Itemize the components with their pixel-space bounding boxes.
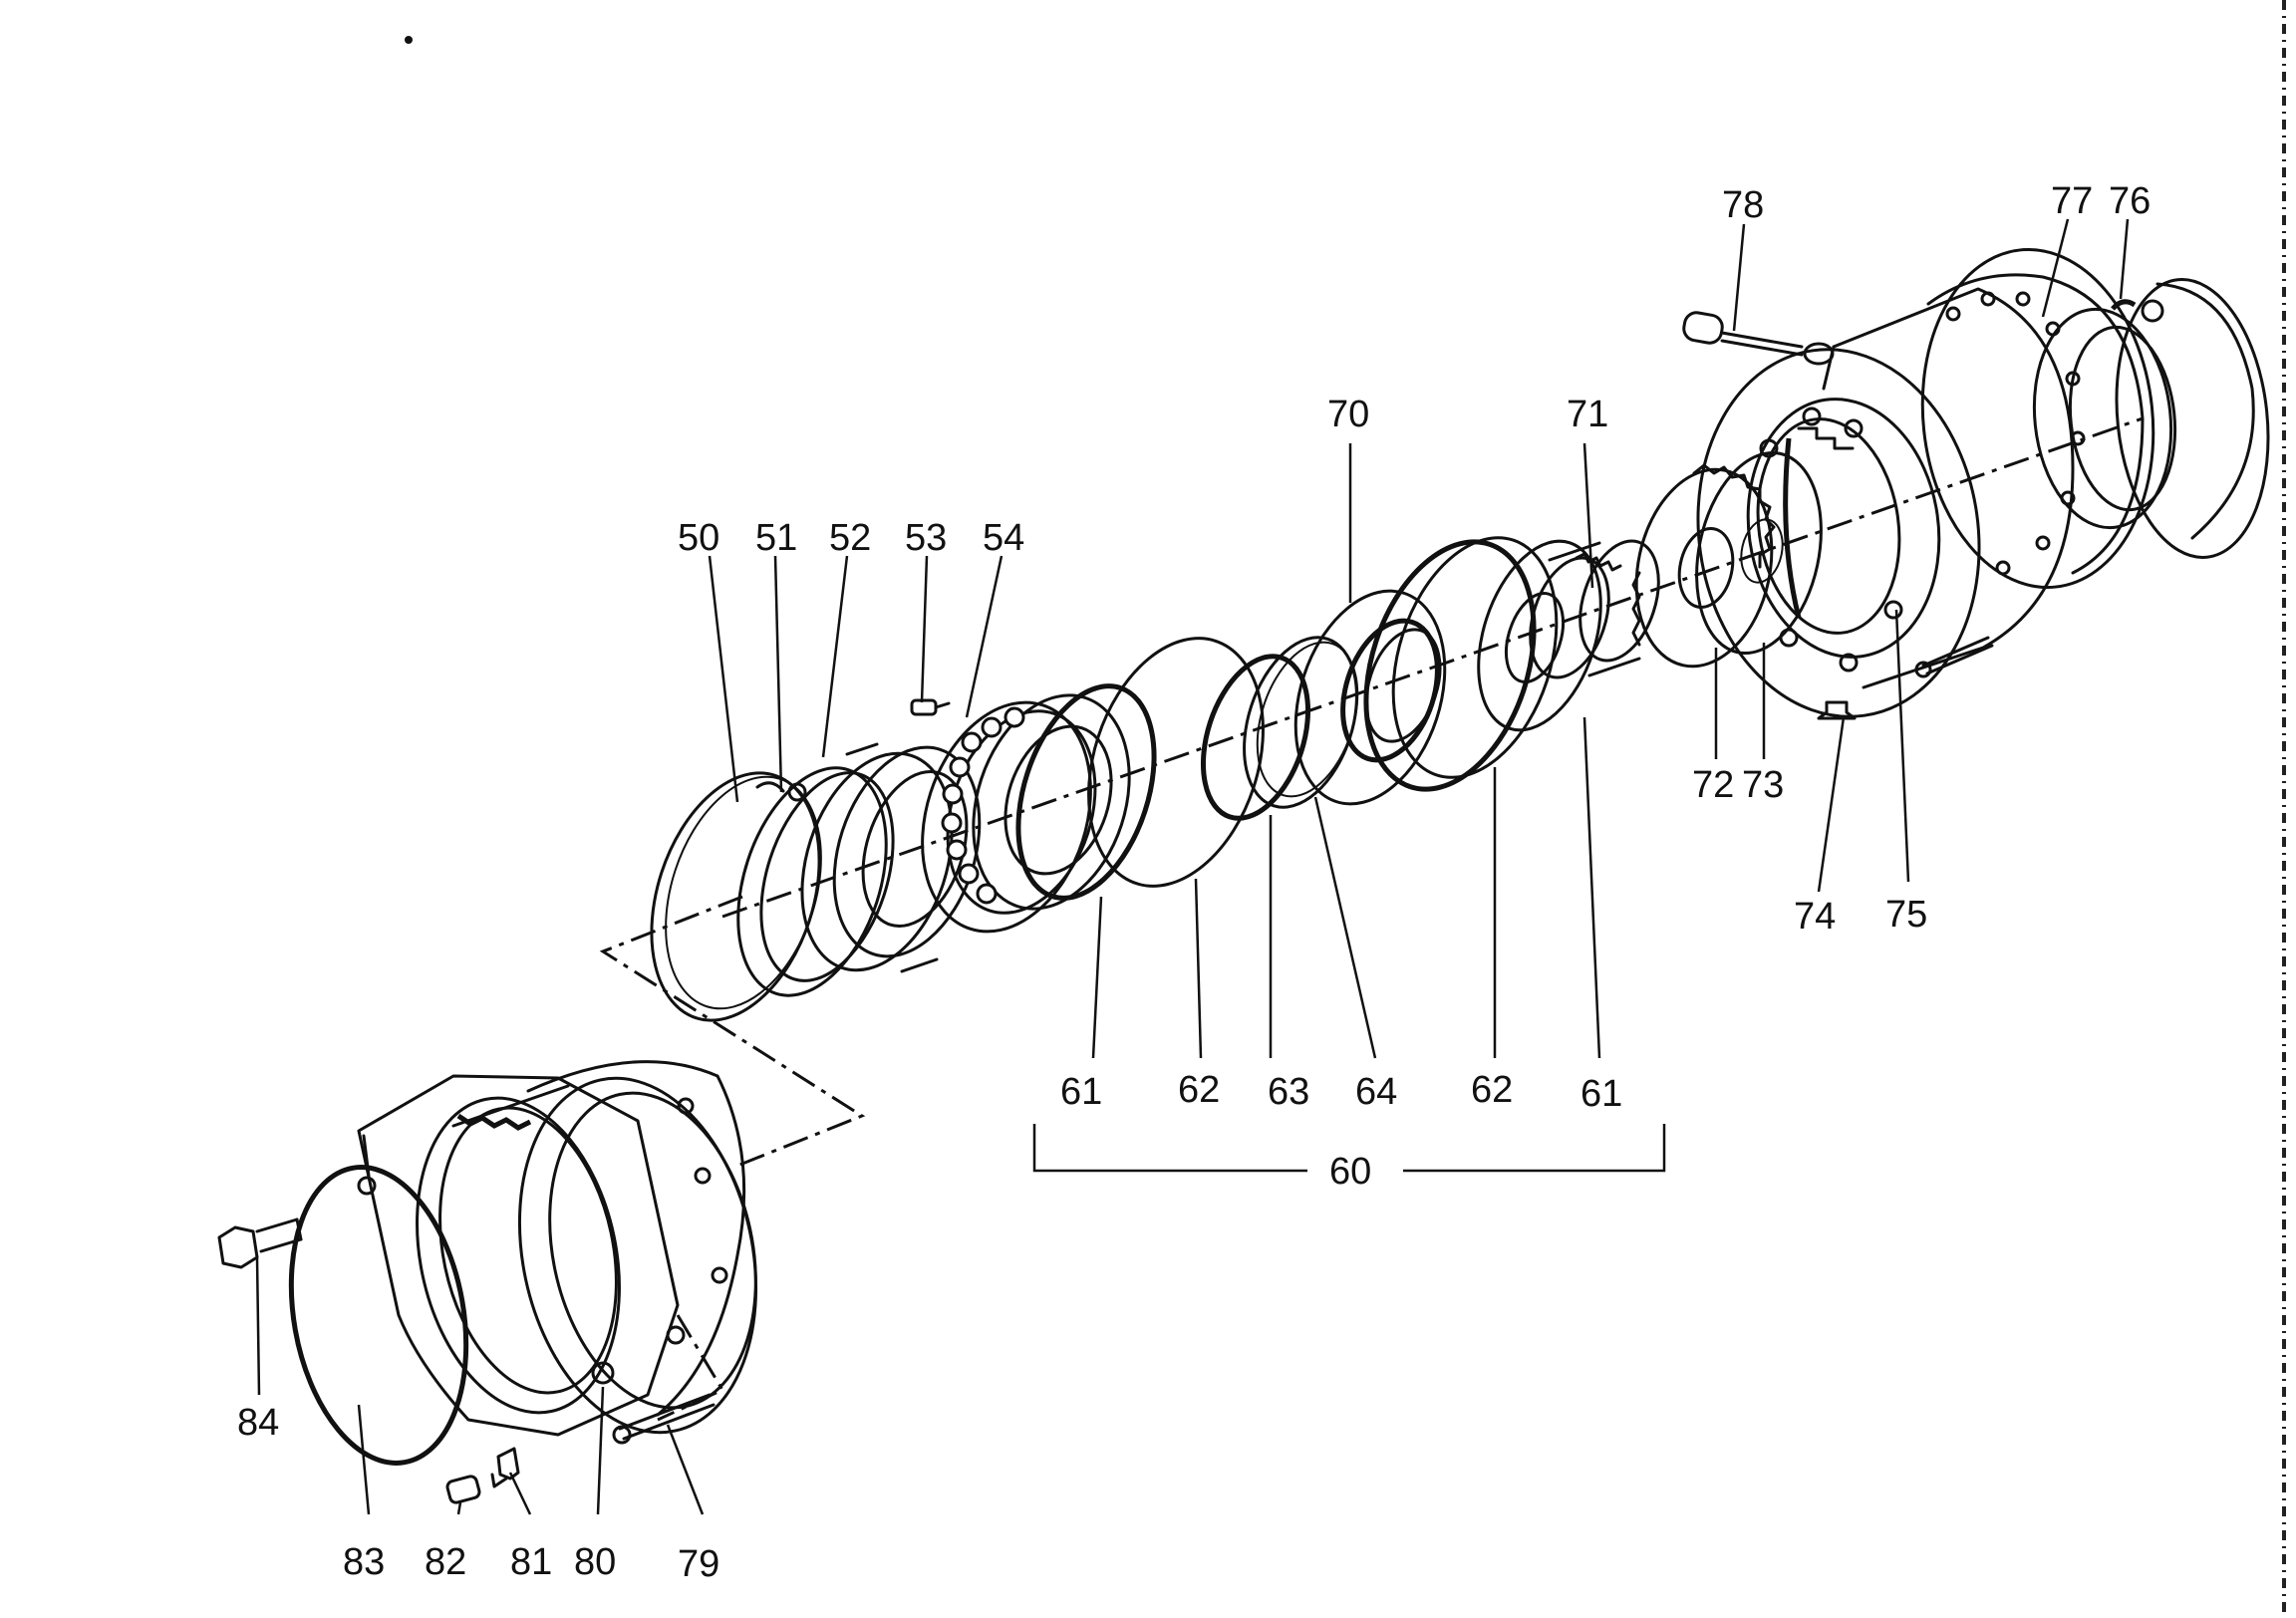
label-64: 64	[1355, 1071, 1397, 1113]
retaining-ring-51	[736, 766, 895, 997]
label-61-right: 61	[1580, 1073, 1622, 1115]
bolt-79	[612, 1393, 716, 1445]
label-62-right: 62	[1471, 1069, 1513, 1111]
label-72: 72	[1692, 764, 1734, 806]
ring-62-right	[1363, 536, 1559, 792]
label-82: 82	[425, 1541, 466, 1583]
label-71: 71	[1567, 394, 1608, 435]
label-51: 51	[755, 517, 797, 559]
label-75: 75	[1885, 894, 1927, 936]
pin-53	[910, 698, 951, 716]
label-79: 79	[678, 1543, 719, 1585]
label-70: 70	[1327, 394, 1369, 435]
label-73: 73	[1742, 764, 1784, 806]
scan-speck	[405, 36, 413, 44]
label-84: 84	[237, 1402, 279, 1444]
label-76: 76	[2109, 180, 2151, 222]
ring-63	[1200, 654, 1311, 821]
plug-74	[1817, 700, 1857, 720]
label-62-left: 62	[1178, 1069, 1220, 1111]
label-74: 74	[1794, 896, 1836, 938]
dowel-pin	[1914, 636, 1994, 678]
gear-71	[1529, 539, 1660, 679]
label-54: 54	[983, 517, 1024, 559]
group-60-bracket	[1032, 1124, 1666, 1173]
label-61-left: 61	[1060, 1071, 1102, 1113]
center-axis-main	[721, 416, 2144, 919]
label-77: 77	[2051, 180, 2093, 222]
label-60: 60	[1329, 1151, 1371, 1193]
label-80: 80	[574, 1541, 616, 1583]
label-63: 63	[1268, 1071, 1309, 1113]
label-83: 83	[343, 1541, 385, 1583]
bearing-balls	[941, 706, 1025, 905]
ring-61-left	[1015, 683, 1157, 901]
bolt-84	[217, 1217, 303, 1269]
fitting-81	[490, 1447, 520, 1488]
ring-64	[1243, 636, 1359, 809]
spacer-70	[1293, 589, 1447, 806]
cover-housing-80	[357, 1060, 758, 1437]
label-50: 50	[678, 517, 719, 559]
flange-77	[1920, 248, 2177, 589]
seal-76	[2111, 278, 2270, 559]
part-labels: 50 51 52 53 54 70 71 78 77 76 72 73 74 7…	[237, 180, 2151, 1585]
label-78: 78	[1722, 184, 1764, 226]
label-52: 52	[829, 517, 871, 559]
bearing-54	[921, 693, 1131, 934]
label-53: 53	[905, 517, 947, 559]
assembly-guide-line	[599, 895, 866, 1168]
breather-78	[1682, 311, 1835, 366]
leader-lines	[255, 218, 2130, 1515]
label-81: 81	[510, 1541, 552, 1583]
hub-housing-75	[1696, 287, 2075, 718]
seal-83	[288, 1165, 469, 1466]
plug-82	[445, 1475, 481, 1504]
